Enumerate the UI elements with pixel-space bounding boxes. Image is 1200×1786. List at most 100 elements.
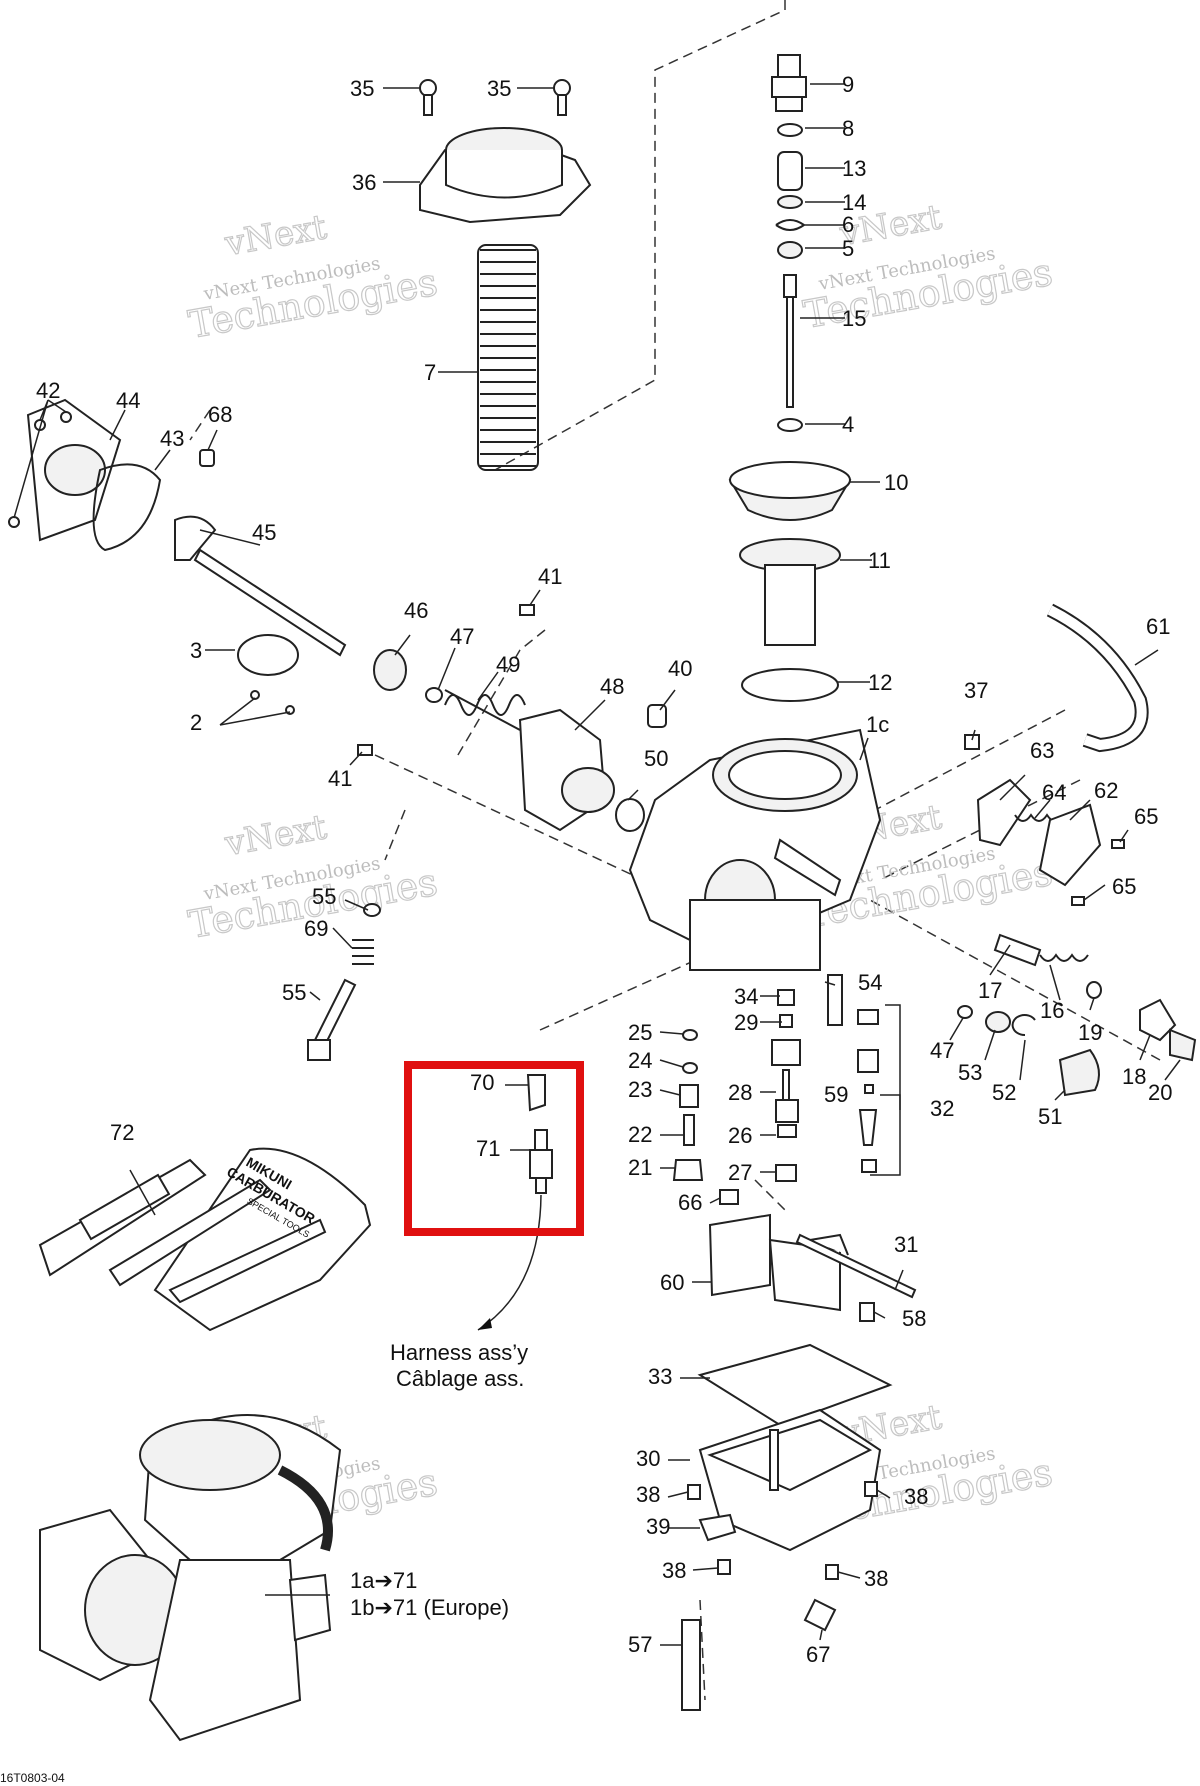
washer-47-left: [425, 687, 443, 703]
callout: 32: [930, 1096, 954, 1121]
callout: 48: [600, 674, 624, 699]
float-pin-31: [795, 1233, 917, 1299]
washer-69-top: [363, 903, 381, 917]
callout: 36: [352, 170, 376, 195]
plate-63: [976, 778, 1032, 847]
callout: 20: [1148, 1080, 1172, 1105]
callout: 60: [660, 1270, 684, 1295]
callout: 16: [1040, 998, 1064, 1023]
svg-text:vNext: vNext: [221, 207, 330, 264]
screw-41-top: [519, 604, 535, 616]
callout: 2: [190, 710, 202, 735]
callout: 5: [842, 236, 854, 261]
callout: 47: [450, 624, 474, 649]
callout: 42: [36, 378, 60, 403]
screw-37: [964, 734, 980, 750]
callout: 3: [190, 638, 202, 663]
callout: 10: [884, 470, 908, 495]
harness-caption-fr: Câblage ass.: [396, 1366, 524, 1391]
highlight-box: [404, 1061, 584, 1236]
drain-screw-67: [803, 1598, 837, 1632]
callout: 57: [628, 1632, 652, 1657]
callout: 72: [110, 1120, 134, 1145]
callout: 11: [868, 548, 891, 573]
jet-parts: [672, 974, 879, 1205]
spring-69: [352, 939, 374, 965]
screw-65-a: [1111, 839, 1125, 849]
callout: 38: [662, 1558, 686, 1583]
callout: 44: [116, 388, 140, 413]
callout: 31: [894, 1232, 918, 1257]
screw-65-b: [1071, 896, 1085, 906]
screw-58: [859, 1302, 875, 1322]
screws-38: [687, 1481, 878, 1580]
needle-stack: [771, 54, 807, 432]
o-ring-50: [615, 798, 645, 832]
assembly-caption-1: 1a➔71: [350, 1568, 417, 1593]
top-cover-screw-1: [419, 79, 437, 116]
spring: [477, 244, 539, 471]
callout: 14: [842, 190, 866, 215]
assembly-guide-lines: [189, 0, 1161, 1701]
callout: 69: [304, 916, 328, 941]
callout: 19: [1078, 1020, 1102, 1045]
diaphragm: [728, 461, 852, 521]
callout: 65: [1134, 804, 1158, 829]
callout: 66: [678, 1190, 702, 1215]
callout: 35: [487, 76, 511, 101]
sensor-71: [529, 1129, 553, 1194]
callout: 55: [312, 884, 336, 909]
callout: 8: [842, 116, 854, 141]
callout: 63: [1030, 738, 1054, 763]
callout: 9: [842, 72, 854, 97]
callout: 37: [964, 678, 988, 703]
callout: 64: [1042, 780, 1066, 805]
callout: 33: [648, 1364, 672, 1389]
throttle-shaft: [174, 515, 347, 715]
watermark: vNext vNext Technologies Technologies vN…: [185, 197, 1057, 1548]
callout: 26: [728, 1123, 752, 1148]
float-bowl: [698, 1408, 882, 1552]
callout: 47: [930, 1038, 954, 1063]
callout: 1c: [866, 712, 889, 737]
callout: 22: [628, 1122, 652, 1147]
callout: 41: [538, 564, 562, 589]
callout: 21: [628, 1155, 652, 1180]
leader-lines: [13, 83, 1181, 1646]
callout: 51: [1038, 1104, 1062, 1129]
cap-nut: [199, 449, 215, 467]
callout: 17: [978, 978, 1002, 1003]
drain-tube-57: [681, 1619, 701, 1711]
callout: 58: [902, 1306, 926, 1331]
callout: 49: [496, 652, 520, 677]
callout: 54: [858, 970, 882, 995]
gasket: [92, 463, 162, 552]
callout: 52: [992, 1080, 1016, 1105]
callout: 65: [1112, 874, 1136, 899]
top-cover: [419, 127, 592, 224]
callout: 23: [628, 1077, 652, 1102]
callout: 41: [328, 766, 352, 791]
callout-labels: 35 35 36 7 42 44 43 68 45 3 2 46 47 49 4…: [36, 72, 1172, 1667]
callout: 34: [734, 984, 758, 1009]
callout: 6: [842, 212, 854, 237]
assembled-carburetor: [39, 1414, 342, 1742]
callout: 40: [668, 656, 692, 681]
svg-text:vNext: vNext: [221, 807, 330, 864]
return-spring: [444, 689, 526, 731]
callout: 38: [864, 1566, 888, 1591]
throttle-housing: [518, 708, 615, 832]
callout: 45: [252, 520, 276, 545]
callout: 68: [208, 402, 232, 427]
plug-40: [647, 704, 667, 728]
callout: 39: [646, 1514, 670, 1539]
pilot-screw-55: [307, 978, 357, 1061]
callout: 53: [958, 1060, 982, 1085]
bracket-39: [698, 1513, 737, 1542]
assembly-caption-2: 1b➔71 (Europe): [350, 1595, 509, 1620]
slide-piston: [739, 538, 841, 646]
callout: 25: [628, 1020, 652, 1045]
o-ring-top: [741, 668, 839, 702]
carburetor-body: [628, 728, 882, 971]
